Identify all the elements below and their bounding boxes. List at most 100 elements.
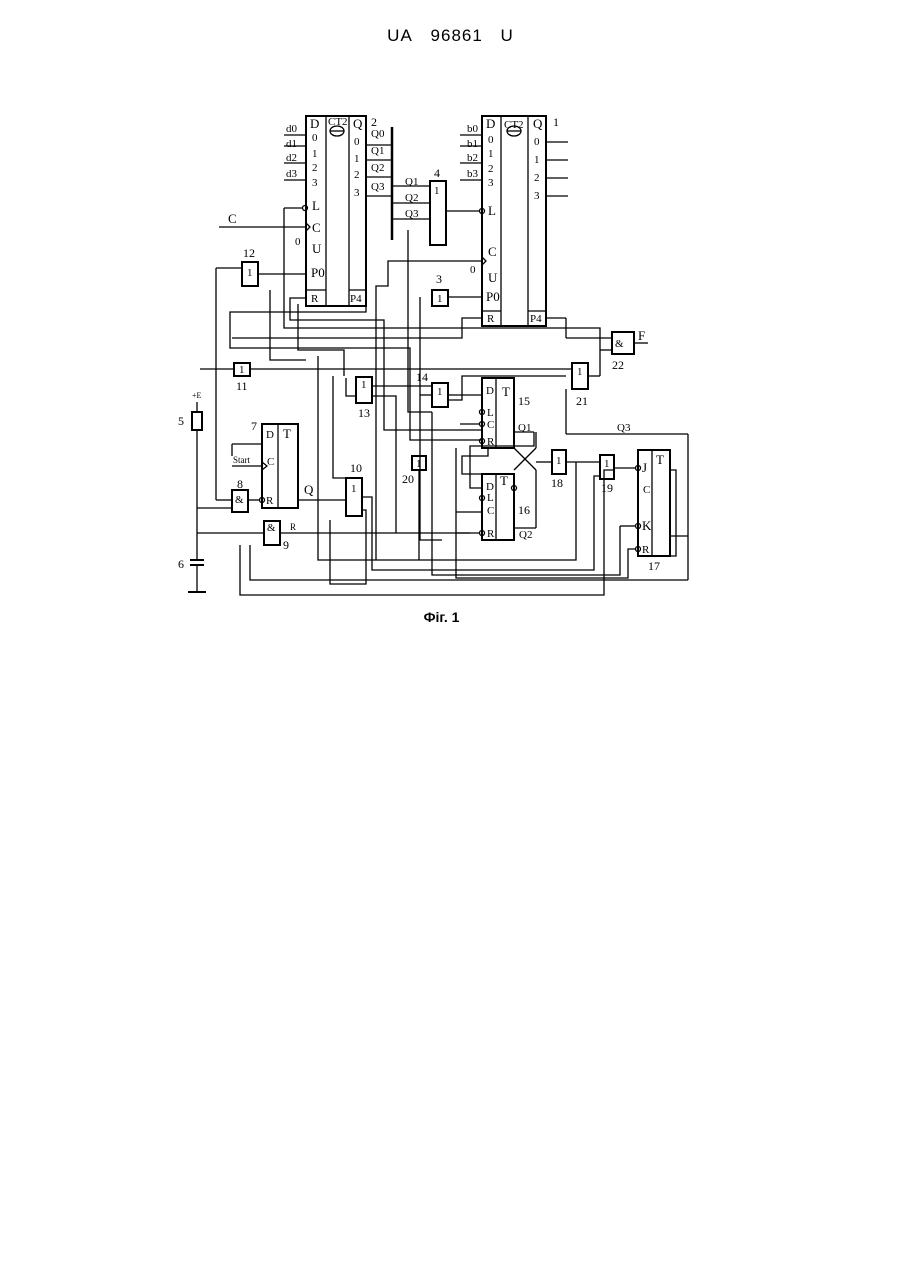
c1-pin-l: L <box>312 198 320 213</box>
g13-symbol: 1 <box>361 379 367 391</box>
g18-symbol: 1 <box>556 455 562 467</box>
c1-d1: d1 <box>286 138 297 150</box>
c1-out-2: 2 <box>354 169 360 181</box>
ref-5: 5 <box>178 414 184 428</box>
c2-pin-r: R <box>487 313 495 325</box>
counter-1 <box>219 116 393 306</box>
c1-q0: Q0 <box>371 128 385 140</box>
c1-out-1: 1 <box>354 153 360 165</box>
c1-type-label: CT2 <box>328 116 348 128</box>
g11-symbol: 1 <box>239 364 245 376</box>
t15-symbol: T <box>502 384 510 399</box>
t7-pin-d: D <box>266 429 274 441</box>
t7-symbol: T <box>283 426 291 441</box>
c2-type-label: CT2 <box>504 119 524 131</box>
signal-clock: C <box>228 211 237 226</box>
c1-pin-d: D <box>310 116 319 131</box>
c1-pin-2: 2 <box>312 162 318 174</box>
ref-13: 13 <box>358 406 370 420</box>
t16-pin-l: L <box>487 492 494 504</box>
t17-pin-j: J <box>642 460 647 475</box>
c2-pin-l: L <box>488 203 496 218</box>
g4-in-q3: Q3 <box>405 208 419 220</box>
ref-9: 9 <box>283 538 289 552</box>
c1-out-q: Q <box>353 116 363 131</box>
ref-17: 17 <box>648 559 660 573</box>
c2-pin-1: 1 <box>488 148 494 160</box>
c2-pin-0: 0 <box>488 134 494 146</box>
ref-6: 6 <box>178 557 184 571</box>
signal-r-bar: R <box>290 522 296 532</box>
c1-pin-r: R <box>311 293 319 305</box>
t17-pin-c: C <box>643 484 650 496</box>
ref-14: 14 <box>416 370 428 384</box>
t17-symbol: T <box>656 452 664 467</box>
c1-d2: d2 <box>286 152 297 164</box>
c2-out-2: 2 <box>534 172 540 184</box>
signal-start: Start <box>233 455 250 465</box>
figure-caption: Фіг. 1 <box>0 609 883 625</box>
g10-symbol: 1 <box>351 483 357 495</box>
ref-3: 3 <box>436 272 442 286</box>
t16-symbol: T <box>500 473 508 488</box>
g14-symbol: 1 <box>437 386 443 398</box>
c2-out-q: Q <box>533 116 543 131</box>
ref-21: 21 <box>576 394 588 408</box>
signal-supply: +E <box>192 391 202 400</box>
c1-q3: Q3 <box>371 181 385 193</box>
ref-10: 10 <box>350 461 362 475</box>
c1-pin-u: U <box>312 241 322 256</box>
c2-b3: b3 <box>467 168 479 180</box>
c2-pin-3: 3 <box>488 177 494 189</box>
t17-pin-k: K <box>642 518 652 533</box>
c1-carry: P4 <box>350 293 362 305</box>
t15-pin-l: L <box>487 407 494 419</box>
signal-output-f: F <box>638 328 645 343</box>
g3-symbol: 1 <box>437 293 443 305</box>
t16-pin-c: C <box>487 505 494 517</box>
ref-8: 8 <box>237 477 243 491</box>
c1-d3: d3 <box>286 168 298 180</box>
c1-pin-p0: P0 <box>311 265 325 280</box>
signal-q2: Q2 <box>519 529 532 541</box>
t15-pin-c: C <box>487 419 494 431</box>
t17-pin-r: R <box>642 544 650 556</box>
c1-pin-c: C <box>312 220 321 235</box>
g8-symbol: & <box>235 494 244 506</box>
g4-symbol: 1 <box>434 185 440 197</box>
c2-b1: b1 <box>467 138 478 150</box>
ref-15: 15 <box>518 394 530 408</box>
c1-pin-1: 1 <box>312 148 318 160</box>
ref-18: 18 <box>551 476 563 490</box>
resistor-5 <box>192 412 202 430</box>
ref-4: 4 <box>434 166 440 180</box>
signal-q: Q <box>304 482 314 497</box>
g12-symbol: 1 <box>247 267 253 279</box>
g4-in-q2: Q2 <box>405 192 418 204</box>
g21-symbol: 1 <box>577 366 583 378</box>
c1-out-3: 3 <box>354 187 360 199</box>
c2-pin-c: C <box>488 244 497 259</box>
signal-q3: Q3 <box>617 422 631 434</box>
c1-d0: d0 <box>286 123 298 135</box>
t16-pin-r: R <box>487 528 495 540</box>
g20-symbol: 1 <box>416 458 422 470</box>
ref-16: 16 <box>518 503 530 517</box>
trigger-17 <box>566 434 688 580</box>
c1-u-level: 0 <box>295 236 301 248</box>
t15-pin-d: D <box>486 385 494 397</box>
c1-out-0: 0 <box>354 136 360 148</box>
g22-symbol: & <box>615 338 624 350</box>
ref-20: 20 <box>402 472 414 486</box>
c1-q2: Q2 <box>371 162 384 174</box>
ref-19: 19 <box>601 481 613 495</box>
t15-pin-r: R <box>487 436 495 448</box>
c2-pin-d: D <box>486 116 495 131</box>
c1-q1: Q1 <box>371 145 384 157</box>
c2-out-0: 0 <box>534 136 540 148</box>
c2-b0: b0 <box>467 123 479 135</box>
c2-pin-u: U <box>488 270 498 285</box>
c2-carry: P4 <box>530 313 542 325</box>
signal-q1: Q1 <box>518 422 531 434</box>
